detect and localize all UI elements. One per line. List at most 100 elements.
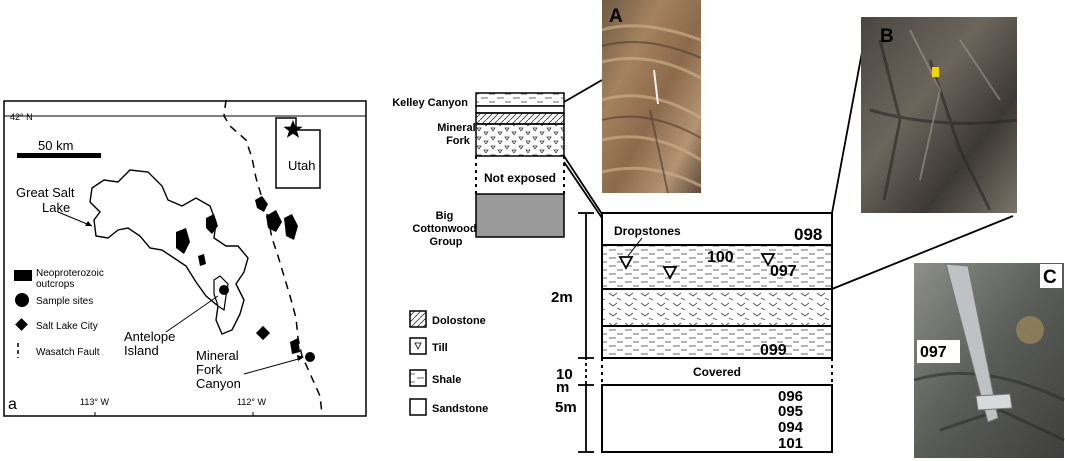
hammer-head xyxy=(975,393,1013,411)
leader-line xyxy=(243,357,303,375)
sample-site-marker xyxy=(305,352,315,362)
legend-city-symbol xyxy=(15,318,28,331)
photo-b-marker xyxy=(932,67,939,77)
legend-label: Neoproterozoic outcrops xyxy=(36,268,107,290)
wasatch-fault xyxy=(223,99,323,415)
photo-a-pen xyxy=(653,69,659,105)
map-panel-label: a xyxy=(8,396,17,413)
photo-c: 097 C xyxy=(913,263,1065,458)
outcrop xyxy=(206,214,218,234)
photo-label: A xyxy=(609,6,623,27)
covered-label: Covered xyxy=(693,365,741,379)
sample-label: 100 xyxy=(707,249,734,266)
scale-label: 5m xyxy=(555,399,577,416)
sample-site-marker xyxy=(219,285,229,295)
unit-label: Not exposed xyxy=(484,171,556,185)
inset-label: Utah xyxy=(288,158,315,173)
connector-line xyxy=(563,161,603,219)
scale-label: 2m xyxy=(551,289,573,306)
leader-line xyxy=(627,237,643,257)
longitude-label: 113° W xyxy=(80,397,109,407)
great-salt-lake-shoreline xyxy=(89,169,249,335)
dolostone-swatch xyxy=(409,310,427,328)
detail-bed-lower xyxy=(601,384,833,453)
salt-lake-city-marker xyxy=(255,325,271,341)
photo-b: B xyxy=(861,17,1018,213)
scale-label: 50 km xyxy=(38,138,73,153)
legend-label: Dolostone xyxy=(432,315,486,327)
outcrop xyxy=(266,210,282,232)
photo-a-texture xyxy=(601,41,702,194)
photo-a-texture xyxy=(601,24,702,188)
detail-bed-099 xyxy=(601,325,833,359)
shale-swatch xyxy=(409,369,427,387)
antelope-island-label: Antelope Island xyxy=(124,329,179,358)
sample-label: 097 xyxy=(770,263,797,280)
utah-outline xyxy=(275,117,321,189)
dropstone-icon xyxy=(662,266,678,280)
photo-label-background xyxy=(1040,264,1062,288)
sample-label: 095 xyxy=(778,403,803,420)
outcrop xyxy=(176,228,190,254)
connector-line xyxy=(831,215,1014,290)
sample-label: 101 xyxy=(778,435,803,452)
sample-label: 094 xyxy=(778,419,804,436)
mineral-fork-dolostone-bed xyxy=(475,112,565,125)
dropstone-icon xyxy=(618,256,634,270)
photo-label: C xyxy=(1043,267,1057,288)
photo-label: B xyxy=(880,26,894,47)
scale-label: 10 m xyxy=(556,366,577,396)
mineral-fork-canyon-label: Mineral Fork Canyon xyxy=(196,348,242,391)
big-cottonwood-bed xyxy=(475,193,565,238)
photo-a: A xyxy=(601,0,702,194)
legend-label: Sample sites xyxy=(36,296,93,307)
legend-label: Shale xyxy=(432,374,461,386)
dropstones-label: Dropstones xyxy=(614,224,681,238)
detailed-section: Dropstones 098 100 097 099 Covered 096 0… xyxy=(551,19,1014,453)
mineral-fork-till-bed xyxy=(475,123,565,157)
detail-bed-dropstones xyxy=(601,244,833,290)
latitude-label: 42° N xyxy=(10,112,33,122)
legend-label: Wasatch Fault xyxy=(36,347,100,358)
connector-line xyxy=(563,79,603,103)
stratigraphic-column: Kelley Canyon Mineral Fork Not exposed B… xyxy=(392,79,603,248)
leader-line xyxy=(165,295,219,333)
legend-label: Till xyxy=(432,342,448,354)
legend-outcrop-symbol xyxy=(14,270,32,281)
unit-label: Big Cottonwood Group xyxy=(412,210,479,248)
dropstone-icon xyxy=(760,253,776,267)
kelley-canyon-bed xyxy=(475,92,565,107)
unit-label: Kelley Canyon xyxy=(392,97,468,109)
kelley-canyon-bed xyxy=(475,105,565,114)
great-salt-lake-label: Great Salt Lake xyxy=(16,185,78,215)
photo-b-texture xyxy=(909,29,1001,181)
legend-label: Salt Lake City xyxy=(36,321,98,332)
arrow-icon xyxy=(297,355,304,361)
legend-label: Sandstone xyxy=(432,403,488,415)
triangle-icon xyxy=(414,342,422,350)
star-icon xyxy=(283,120,303,138)
arrow-icon xyxy=(85,221,92,226)
scale-bar xyxy=(17,153,101,158)
sample-label-background xyxy=(917,340,960,363)
outcrop xyxy=(290,338,300,354)
legend-sample-symbol xyxy=(15,293,29,307)
sample-label: 097 xyxy=(920,344,947,361)
sandstone-swatch xyxy=(409,398,427,416)
till-swatch xyxy=(409,337,427,355)
sample-label: 096 xyxy=(778,388,803,405)
longitude-label: 112° W xyxy=(237,397,266,407)
utah-inset: Utah xyxy=(275,117,321,189)
unit-label: Mineral Fork xyxy=(437,122,479,147)
map-legend: Neoproterozoic outcrops Sample sites Sal… xyxy=(14,268,107,358)
map-panel: 42° N 113° W 112° W a 50 km Utah xyxy=(3,99,367,417)
outcrop xyxy=(284,214,298,240)
photo-c-clast xyxy=(1016,316,1044,344)
lithology-legend: Dolostone Till Shale Sandstone xyxy=(409,310,488,416)
detail-bed-dolostone xyxy=(601,288,833,327)
sample-label: 099 xyxy=(760,342,787,359)
connector-line xyxy=(563,155,603,215)
outcrop xyxy=(198,254,206,266)
leader-line xyxy=(57,211,93,227)
